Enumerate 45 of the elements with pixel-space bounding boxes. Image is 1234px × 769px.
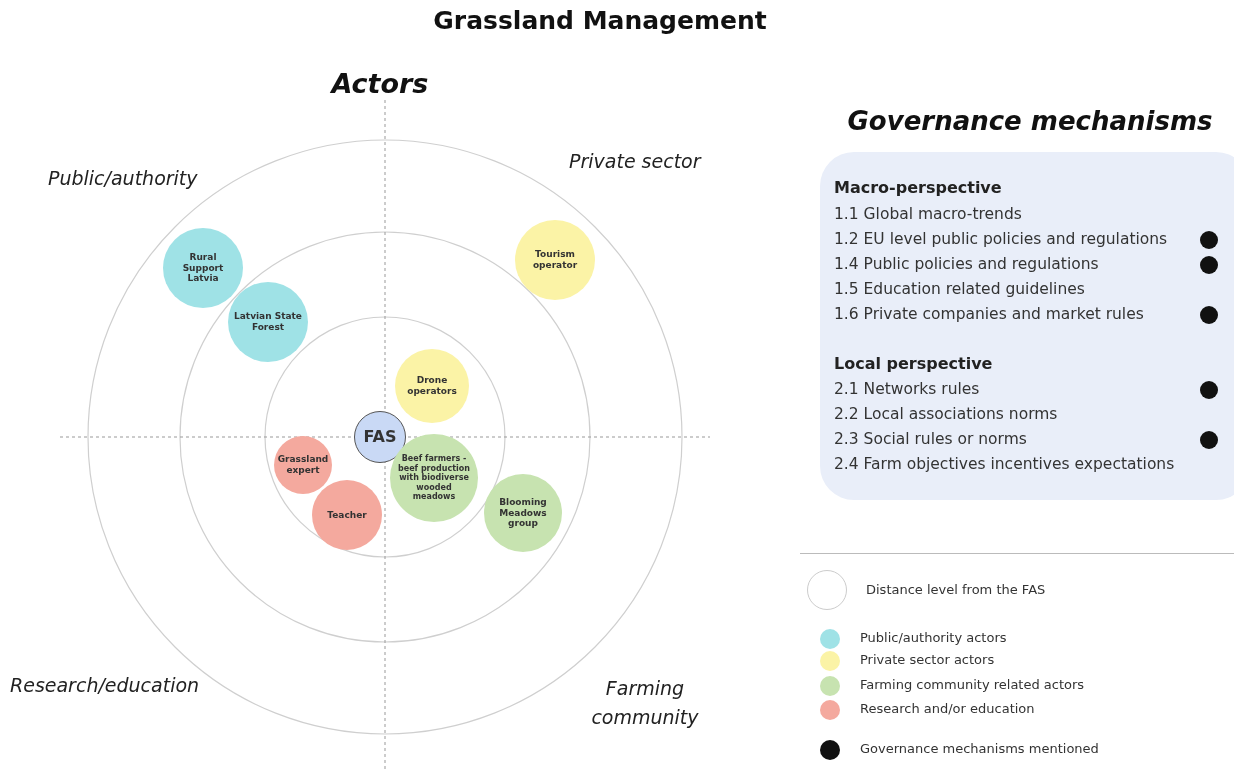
section-title: Actors (329, 68, 430, 99)
legend-label: Research and/or education (860, 701, 1035, 716)
actor-name: Blooming Meadows group (498, 496, 548, 530)
actor-name: Latvian State Forest (234, 311, 302, 333)
mechanism-item: 1.4 Public policies and regulations (834, 255, 1099, 273)
section-heading: Macro-perspective (834, 178, 1002, 197)
actor-circle (163, 228, 243, 308)
legend-label: Private sector actors (860, 652, 995, 667)
actor-name: Beef farmers - beef production with biodiverse wooded meadows (397, 454, 471, 502)
actor-name: Teacher (327, 509, 367, 521)
quadrant-label: Farming community (590, 676, 700, 730)
quadrant-label: Private sector (569, 150, 701, 172)
mechanism-item: 1.5 Education related guidelines (834, 280, 1085, 298)
legend-label: Distance level from the FAS (866, 582, 1046, 597)
actor-circle (395, 349, 469, 423)
mechanism-item: 1.2 EU level public policies and regulations (834, 230, 1168, 248)
center-label: FAS (363, 427, 397, 447)
diagram-title: Grassland Management (432, 6, 768, 35)
mechanism-item: 2.2 Local associations norms (834, 405, 1058, 423)
mechanism-dot (1200, 431, 1218, 449)
actor-circle (274, 436, 332, 494)
mechanism-dot (1200, 306, 1218, 324)
mechanism-item: 1.1 Global macro-trends (834, 205, 1022, 223)
mechanism-item: 2.3 Social rules or norms (834, 430, 1027, 448)
quadrant-label: Research/education (10, 674, 200, 696)
actor-name: Rural Support Latvia (181, 251, 225, 285)
mechanism-item: 1.6 Private companies and market rules (834, 305, 1144, 323)
actor-circle (515, 220, 595, 300)
legend-label: Farming community related actors (860, 677, 1085, 692)
actor-circle (312, 480, 382, 550)
mechanism-dot (1200, 256, 1218, 274)
section-title: Governance mechanisms (846, 106, 1214, 136)
actor-name: Grassland expert (277, 454, 329, 476)
actor-circle (228, 282, 308, 362)
quadrant-label: Public/authority (48, 167, 198, 189)
mechanism-dot (1200, 231, 1218, 249)
legend-label: Public/authority actors (860, 630, 1007, 645)
mechanism-dot (1200, 381, 1218, 399)
actor-name: Tourism operator (531, 249, 579, 271)
mechanism-item: 2.1 Networks rules (834, 380, 980, 398)
legend-label: Governance mechanisms mentioned (860, 741, 1099, 756)
mechanism-item: 2.4 Farm objectives incentives expectations (834, 455, 1175, 473)
section-heading: Local perspective (834, 354, 993, 373)
governance-panel (820, 152, 1234, 500)
actor-name: Drone operators (406, 375, 458, 397)
